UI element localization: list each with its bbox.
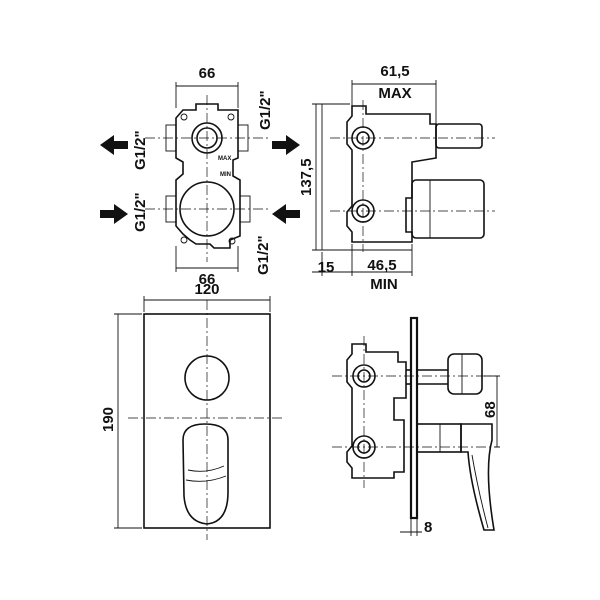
svg-text:137,5: 137,5 xyxy=(298,158,315,196)
max-mark: MAX xyxy=(218,156,231,162)
svg-text:15: 15 xyxy=(318,259,335,276)
svg-text:MIN: MIN xyxy=(370,276,398,293)
arrow-out-left-icon xyxy=(100,135,128,155)
valve-body-side-view xyxy=(321,100,495,252)
svg-text:46,5: 46,5 xyxy=(367,257,396,274)
dim-top-width: 66 xyxy=(175,65,239,108)
arrow-in-left-icon xyxy=(100,204,128,224)
svg-text:68: 68 xyxy=(482,401,499,418)
arrow-out-right-icon xyxy=(272,204,300,224)
svg-text:61,5: 61,5 xyxy=(380,63,409,80)
thread-label-right-bottom: G1/2" xyxy=(255,235,272,275)
dim-bottom-width: 66 xyxy=(175,246,239,288)
dim-plate-height: 190 xyxy=(100,313,142,529)
dim-depth-min: 15 46,5 MIN xyxy=(312,244,413,293)
svg-text:8: 8 xyxy=(424,519,432,536)
dim-plate-thickness: 8 xyxy=(400,518,432,536)
arrow-in-right-icon xyxy=(272,135,300,155)
assembled-side-view xyxy=(332,316,500,531)
svg-text:190: 190 xyxy=(100,407,117,432)
dim-plate-width: 120 xyxy=(143,281,271,312)
thread-label-left-bottom: G1/2" xyxy=(132,192,149,232)
svg-text:120: 120 xyxy=(194,281,219,298)
thread-label-left-top: G1/2" xyxy=(132,130,149,170)
svg-text:66: 66 xyxy=(199,65,216,82)
trim-plate-front-view xyxy=(128,300,282,540)
svg-text:MAX: MAX xyxy=(378,85,411,102)
dim-body-height: 137,5 xyxy=(298,103,412,251)
thread-label-right-top: G1/2" xyxy=(257,90,274,130)
dim-depth-max: 61,5 MAX xyxy=(351,63,437,124)
min-mark: MIN xyxy=(220,172,231,178)
valve-body-front-view: MAX MIN xyxy=(145,95,268,262)
dim-spindle-spacing: 68 xyxy=(482,375,500,448)
svg-text:66: 66 xyxy=(199,271,216,288)
